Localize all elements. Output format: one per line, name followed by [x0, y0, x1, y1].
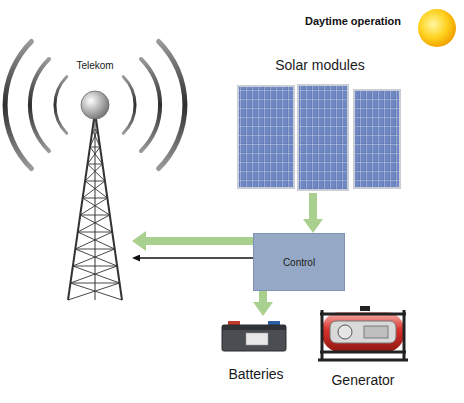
node-label: Solar modules	[275, 57, 365, 73]
sun	[418, 9, 456, 47]
generator-node: Generator	[314, 304, 412, 388]
node-label: Control	[283, 257, 315, 268]
solar-panels	[238, 85, 400, 190]
power-arrow	[309, 193, 317, 219]
node-label: Batteries	[228, 366, 283, 382]
node-label: Generator	[331, 372, 394, 388]
power-arrow	[259, 291, 267, 302]
title: Daytime operation	[305, 15, 401, 27]
generator-picture	[318, 306, 408, 360]
control-box: Control	[253, 233, 345, 291]
battery-picture	[222, 321, 286, 351]
signal-arrow	[140, 257, 253, 258]
tower-node: Telekom	[58, 60, 132, 302]
tower	[68, 112, 122, 300]
node-label: Telekom	[76, 60, 113, 71]
battery-node: Batteries	[214, 316, 298, 382]
solar-node: Solar modules	[236, 57, 404, 193]
power-arrow	[146, 237, 253, 245]
antenna-ball	[81, 91, 109, 119]
